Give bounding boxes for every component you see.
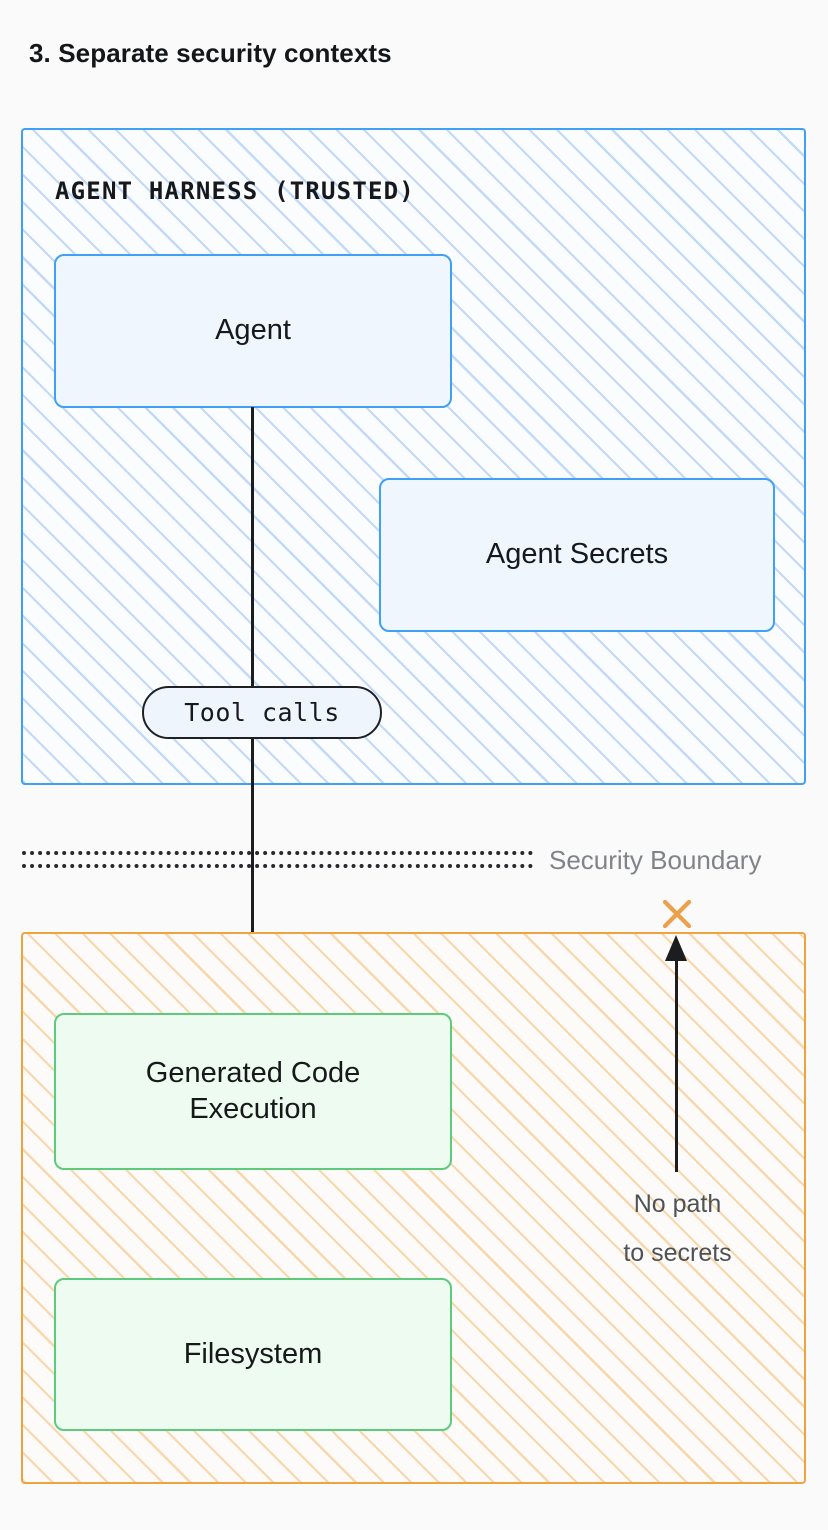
x-mark-icon	[662, 899, 692, 929]
security-boundary-line-lower	[22, 864, 533, 868]
node-agent-secrets[interactable]: Agent Secrets	[379, 478, 775, 632]
trusted-zone-label: AGENT HARNESS (TRUSTED)	[55, 177, 415, 205]
tool-calls-label-pill[interactable]: Tool calls	[142, 686, 382, 739]
blocked-path-label-line-1: No path	[633, 1190, 722, 1218]
node-generated-code-execution-label-line-1: Generated Code	[145, 1057, 361, 1090]
node-generated-code-execution[interactable]: Generated Code Execution	[54, 1013, 452, 1170]
node-generated-code-execution-label: Generated Code Execution	[146, 1056, 360, 1127]
node-filesystem[interactable]: Filesystem	[54, 1278, 452, 1431]
node-agent-secrets-label: Agent Secrets	[485, 538, 669, 571]
blocked-path-arrowhead-icon	[665, 935, 687, 961]
node-agent[interactable]: Agent	[54, 254, 452, 408]
node-generated-code-execution-label-line-2: Execution	[189, 1092, 317, 1125]
security-boundary-line-upper	[22, 851, 533, 855]
blocked-path-label-line-2: to secrets	[623, 1238, 732, 1267]
blocked-path-label: No path to secrets	[560, 1180, 795, 1278]
node-filesystem-label: Filesystem	[183, 1337, 323, 1370]
page-title: 3. Separate security contexts	[29, 38, 392, 68]
blocked-path-connector-line	[675, 960, 678, 1172]
trusted-zone-container: AGENT HARNESS (TRUSTED)	[21, 128, 806, 785]
tool-calls-label: Tool calls	[184, 698, 340, 727]
node-agent-label: Agent	[215, 314, 291, 347]
security-boundary-label: Security Boundary	[549, 845, 762, 875]
